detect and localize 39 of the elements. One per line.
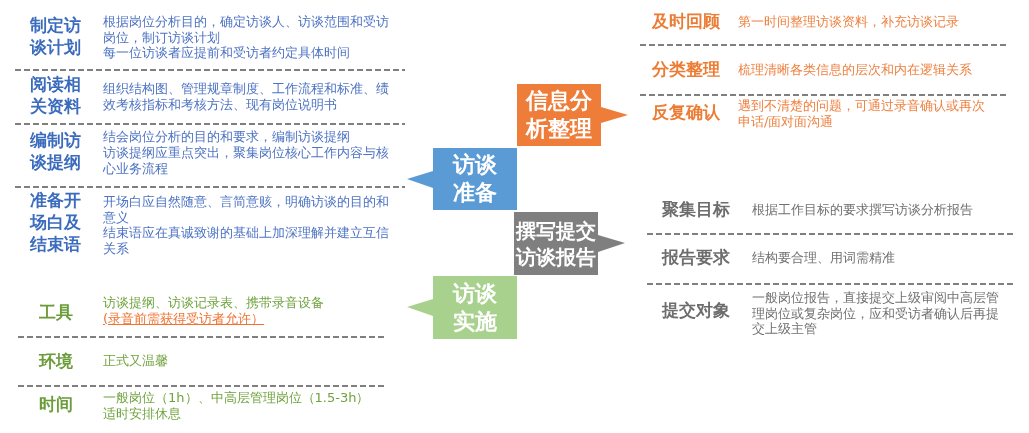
section-heading: 分类整理 <box>652 59 720 81</box>
description-text: 一般岗位（1h）、中高层管理岗位（1.5-3h） <box>103 390 370 406</box>
section-heading: 环境 <box>39 351 73 373</box>
section-heading: 报告要求 <box>662 247 730 269</box>
description-text: 根据工作目标的要求撰写访谈分析报告 <box>752 202 973 218</box>
description-text: 根据岗位分析目的，确定访谈人、访谈范围和受访岗位，制订访谈计划 <box>103 14 390 45</box>
section-heading: 及时回顾 <box>652 11 720 33</box>
section-heading: 准备开场白及结束语 <box>28 190 82 256</box>
description-text: 正式又温馨 <box>103 353 168 369</box>
description-text: 开场白应自然随意、言简意赅，明确访谈的目的和意义 <box>103 194 390 225</box>
section-heading: 工具 <box>39 302 73 324</box>
section-heading: 编制访谈提纲 <box>28 130 82 174</box>
callout-box <box>407 148 517 210</box>
description-text: 结束语应在真诚致谢的基础上加深理解并建立互信关系 <box>103 225 390 256</box>
section-heading: 聚集目标 <box>662 199 730 221</box>
section-heading: 阅读相关资料 <box>28 74 82 118</box>
description-text: 访谈提纲应重点突出，聚集岗位核心工作内容与核心业务流程 <box>103 145 390 176</box>
underlined-note: (录音前需获得受访者允许） <box>103 311 265 327</box>
description-text: 每一位访谈者应提前和受访者约定具体时间 <box>103 45 350 61</box>
description-text: 适时安排休息 <box>103 406 181 422</box>
callout-box <box>517 84 628 146</box>
callout-box <box>407 276 517 339</box>
description-text: 结构要合理、用词需精准 <box>752 250 895 266</box>
description-text: 第一时间整理访谈资料，补充访谈记录 <box>738 14 959 30</box>
description-text: 结会岗位分析的目的和要求，编制访谈提纲 <box>103 129 350 145</box>
section-heading: 时间 <box>39 394 73 416</box>
section-heading: 提交对象 <box>662 300 730 322</box>
section-heading: 制定访谈计划 <box>28 15 82 59</box>
callout-title: 撰写提交访谈报告 <box>514 217 597 270</box>
description-text: 访谈提纲、访谈记录表、携带录音设备 <box>103 295 324 311</box>
description-text: 一般岗位报告，直接提交上级审阅中高层管理岗位或复杂岗位，应和受访者确认后再提交上级主管 <box>752 290 1000 337</box>
callout-title: 信息分析整理 <box>524 87 593 143</box>
description-text: 梳理清晰各类信息的层次和内在逻辑关系 <box>738 62 972 78</box>
section-heading: 反复确认 <box>652 102 720 124</box>
description-text: 遇到不清楚的问题，可通过录音确认或再次申话/面对面沟通 <box>738 98 986 129</box>
callout-box <box>514 212 625 275</box>
callout-title: 访谈准备 <box>451 151 498 207</box>
description-text: 组织结构图、管理规章制度、工作流程和标准、绩效考核指标和考核方法、现有岗位说明书 <box>103 81 390 112</box>
callout-title: 访谈实施 <box>451 279 498 336</box>
